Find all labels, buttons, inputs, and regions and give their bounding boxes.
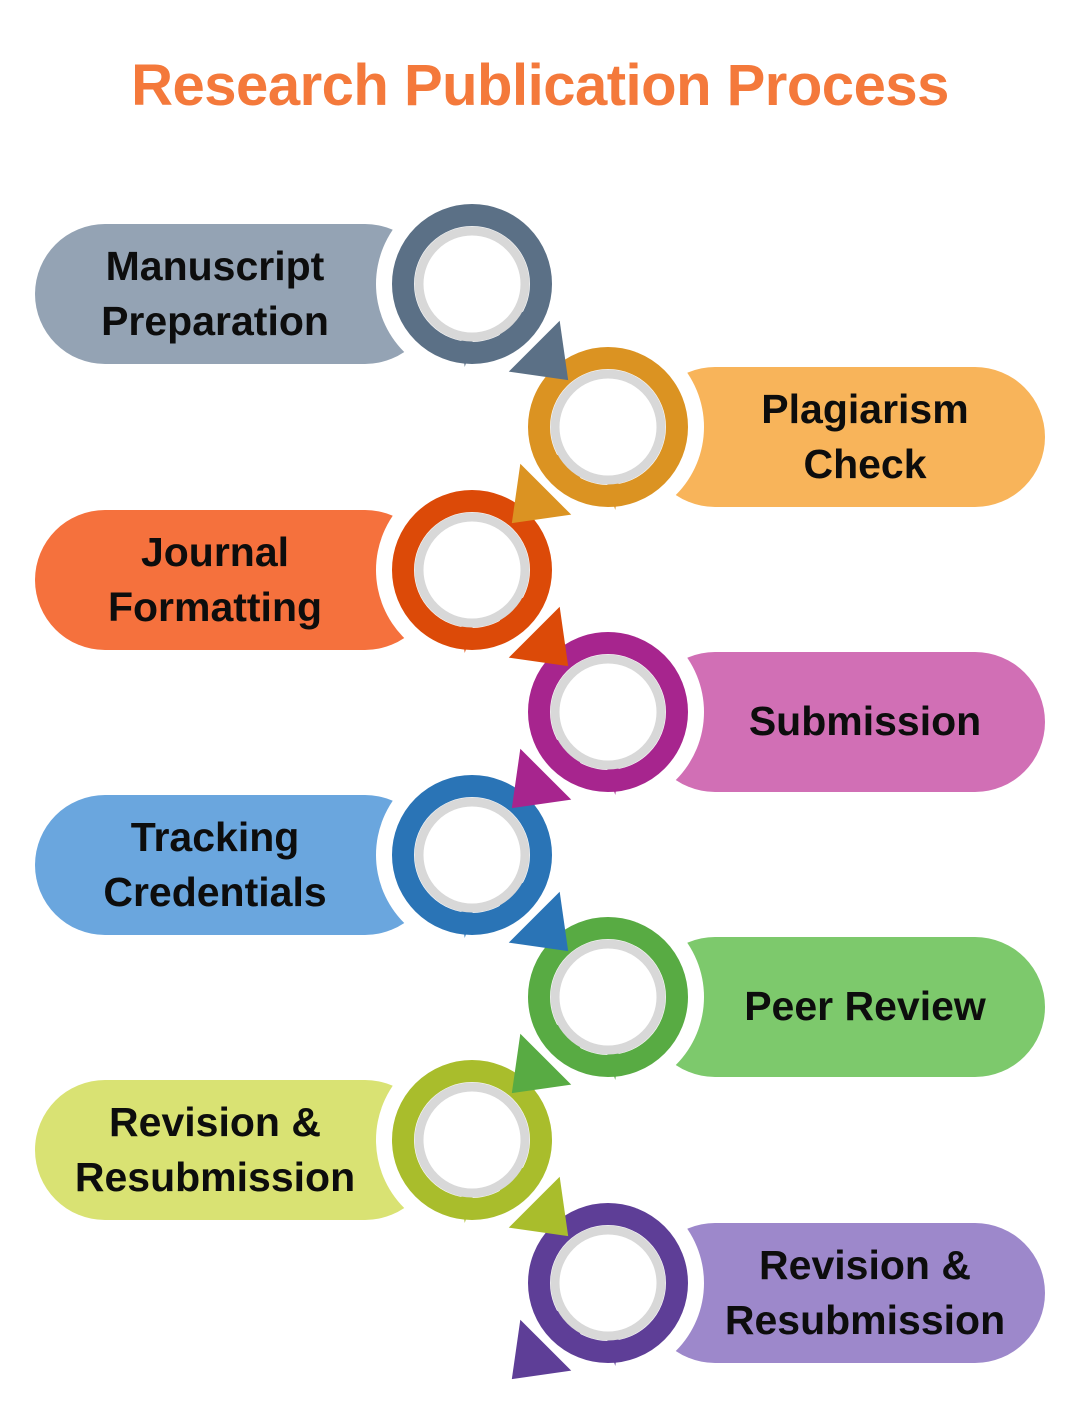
step-pill (645, 652, 1045, 792)
step-label: Manuscript Preparation (101, 242, 329, 344)
step-pill (645, 367, 1045, 507)
step-label: Journal Formatting (107, 528, 323, 630)
step-label: Tracking Credentials (103, 813, 327, 915)
magnifier-arrow-icon (362, 1030, 602, 1270)
step-label: Revision & Resubmission (74, 1098, 356, 1200)
step-pill (35, 510, 435, 650)
magnifier-arrow-icon (362, 460, 602, 700)
step-label: Plagiarism Check (761, 385, 969, 487)
magnifier-arrow-icon (478, 1173, 718, 1404)
step-pill (35, 795, 435, 935)
magnifier-arrow-icon (362, 745, 602, 985)
magnifier-arrow-icon (478, 317, 718, 557)
step-pill (645, 1223, 1045, 1363)
page-title: Research Publication Process (131, 53, 949, 118)
step-pill (35, 1080, 435, 1220)
step-pill (645, 937, 1045, 1077)
step-label: Revision & Resubmission (724, 1241, 1006, 1343)
magnifier-arrow-icon (362, 174, 602, 414)
step-pill (35, 224, 435, 364)
step-label: Submission (748, 698, 982, 745)
step-label: Peer Review (744, 983, 986, 1030)
